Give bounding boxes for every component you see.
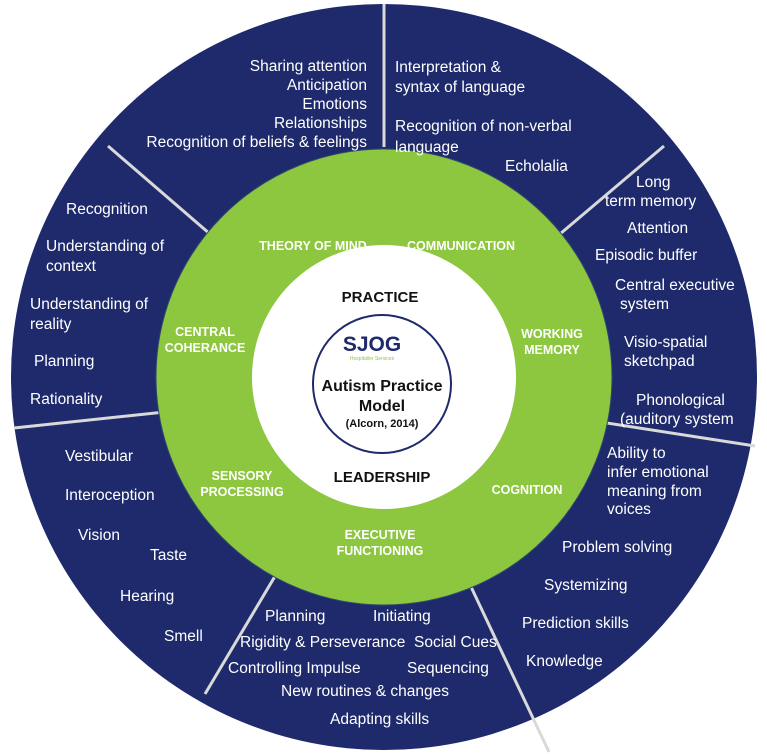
working-memory-item: Long <box>636 174 670 191</box>
executive-functioning-item: Initiating <box>373 608 431 625</box>
central-coherance-item: context <box>46 258 97 275</box>
working-memory-item: Episodic buffer <box>595 247 697 264</box>
domain-labels: THEORY OF MIND COMMUNICATION WORKING MEMORY… <box>165 239 583 558</box>
central-coherance-item: Rationality <box>30 391 103 408</box>
working-memory-item: Central executive <box>615 277 735 294</box>
cognition-item: meaning from <box>607 483 702 500</box>
working-memory-item: Visio-spatial <box>624 334 707 351</box>
sensory-processing-item: Hearing <box>120 588 174 605</box>
executive-functioning-item: Planning <box>265 608 325 625</box>
sensory-processing-label: SENSORY <box>212 469 273 483</box>
sensory-processing-item: Interoception <box>65 487 155 504</box>
theory-of-mind-item: Recognition of beliefs & feelings <box>146 134 367 151</box>
communication-item: syntax of language <box>395 79 525 96</box>
executive-functioning-item: Adapting skills <box>330 711 429 728</box>
sensory-processing-label: PROCESSING <box>200 485 283 499</box>
logo-text: SJOG <box>343 333 401 356</box>
cognition-item: Knowledge <box>526 653 603 670</box>
central-coherance-label: COHERANCE <box>165 341 246 355</box>
central-coherance-item: Understanding of <box>30 296 149 313</box>
working-memory-label: WORKING <box>521 327 583 341</box>
central-coherance-item: Understanding of <box>46 238 165 255</box>
theory-of-mind-item: Anticipation <box>287 77 367 94</box>
working-memory-item: system <box>620 296 669 313</box>
outer-item-labels: Sharing attentionAnticipationEmotionsRel… <box>30 58 735 728</box>
communication-item: Recognition of non-verbal <box>395 118 572 135</box>
theory-of-mind-label: THEORY OF MIND <box>259 239 367 253</box>
sensory-processing-item: Vestibular <box>65 448 133 465</box>
executive-functioning-label: FUNCTIONING <box>337 544 424 558</box>
communication-item: Echolalia <box>505 158 568 175</box>
theory-of-mind-item: Emotions <box>302 96 367 113</box>
working-memory-item: Attention <box>627 220 688 237</box>
central-coherance-item: reality <box>30 316 72 333</box>
executive-functioning-item: Controlling Impulse <box>228 660 361 677</box>
central-coherance-item: Planning <box>34 353 94 370</box>
segment-dividers <box>13 4 756 753</box>
working-memory-item: sketchpad <box>624 353 695 370</box>
communication-item: Interpretation & <box>395 59 502 76</box>
executive-functioning-item: Social Cues <box>414 634 497 651</box>
cognition-item: Prediction skills <box>522 615 629 632</box>
cognition-item: infer emotional <box>607 464 709 481</box>
central-coherance-label: CENTRAL <box>175 325 235 339</box>
center-circle <box>252 245 516 509</box>
sjog-logo: SJOG Hospitaller Services <box>312 314 452 454</box>
theory-of-mind-item: Relationships <box>274 115 367 132</box>
leadership-label: LEADERSHIP <box>334 469 431 486</box>
cognition-item: voices <box>607 501 651 518</box>
working-memory-item: term memory <box>605 193 697 210</box>
central-coherance-item: Recognition <box>66 201 148 218</box>
logo-subtext: Hospitaller Services <box>350 356 395 362</box>
cognition-item: Problem solving <box>562 539 672 556</box>
sensory-processing-item: Smell <box>164 628 203 645</box>
model-title-line2: Model <box>359 398 405 415</box>
theory-of-mind-item: Sharing attention <box>250 58 367 75</box>
logo-ring <box>312 314 452 454</box>
executive-functioning-label: EXECUTIVE <box>345 528 416 542</box>
working-memory-label: MEMORY <box>524 343 580 357</box>
cognition-item: Ability to <box>607 445 666 462</box>
practice-label: PRACTICE <box>342 289 419 306</box>
communication-label: COMMUNICATION <box>407 239 515 253</box>
executive-functioning-item: New routines & changes <box>281 683 449 700</box>
model-citation: (Alcorn, 2014) <box>346 418 419 430</box>
communication-item: language <box>395 139 459 156</box>
working-memory-item: Phonological <box>636 392 725 409</box>
model-title-line1: Autism Practice <box>322 378 443 395</box>
working-memory-item: (auditory system <box>620 411 734 428</box>
sensory-processing-item: Vision <box>78 527 120 544</box>
sensory-processing-item: Taste <box>150 547 187 564</box>
executive-functioning-item: Rigidity & Perseverance <box>240 634 405 651</box>
cognition-item: Systemizing <box>544 577 628 594</box>
executive-functioning-item: Sequencing <box>407 660 489 677</box>
cognition-label: COGNITION <box>492 483 563 497</box>
